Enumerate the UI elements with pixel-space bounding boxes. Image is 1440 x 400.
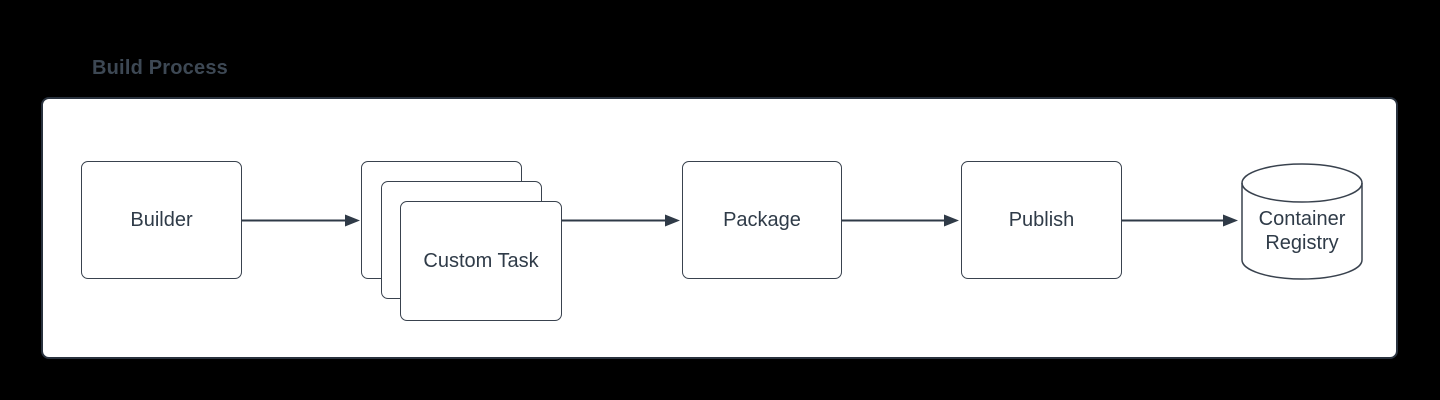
- edge-package-to-publish: [841, 214, 959, 227]
- node-package-label: Package: [723, 208, 801, 231]
- node-custom-task-label: Custom Task: [423, 249, 539, 272]
- node-publish[interactable]: Publish: [961, 161, 1122, 279]
- node-container-registry-label: Container Registry: [1258, 208, 1346, 254]
- edge-publish-to-container-registry: [1121, 214, 1238, 227]
- arrowhead-icon: [944, 214, 959, 227]
- node-container-registry[interactable]: Container Registry: [1240, 162, 1364, 281]
- arrowhead-icon: [1223, 214, 1238, 227]
- node-builder[interactable]: Builder: [81, 161, 242, 279]
- node-builder-label: Builder: [130, 208, 193, 231]
- node-package[interactable]: Package: [682, 161, 842, 279]
- diagram-title: Build Process: [92, 57, 228, 79]
- edge-custom-task-to-package: [561, 214, 680, 227]
- cylinder-shape-icon: [1241, 163, 1363, 280]
- arrowhead-icon: [345, 214, 360, 227]
- diagram-canvas: Builder Custom Task Custom Task Custom T…: [41, 97, 1398, 359]
- node-custom-task[interactable]: Custom Task: [400, 201, 562, 321]
- edge-builder-to-custom-task: [241, 214, 360, 227]
- arrowhead-icon: [665, 214, 680, 227]
- node-publish-label: Publish: [1008, 208, 1075, 231]
